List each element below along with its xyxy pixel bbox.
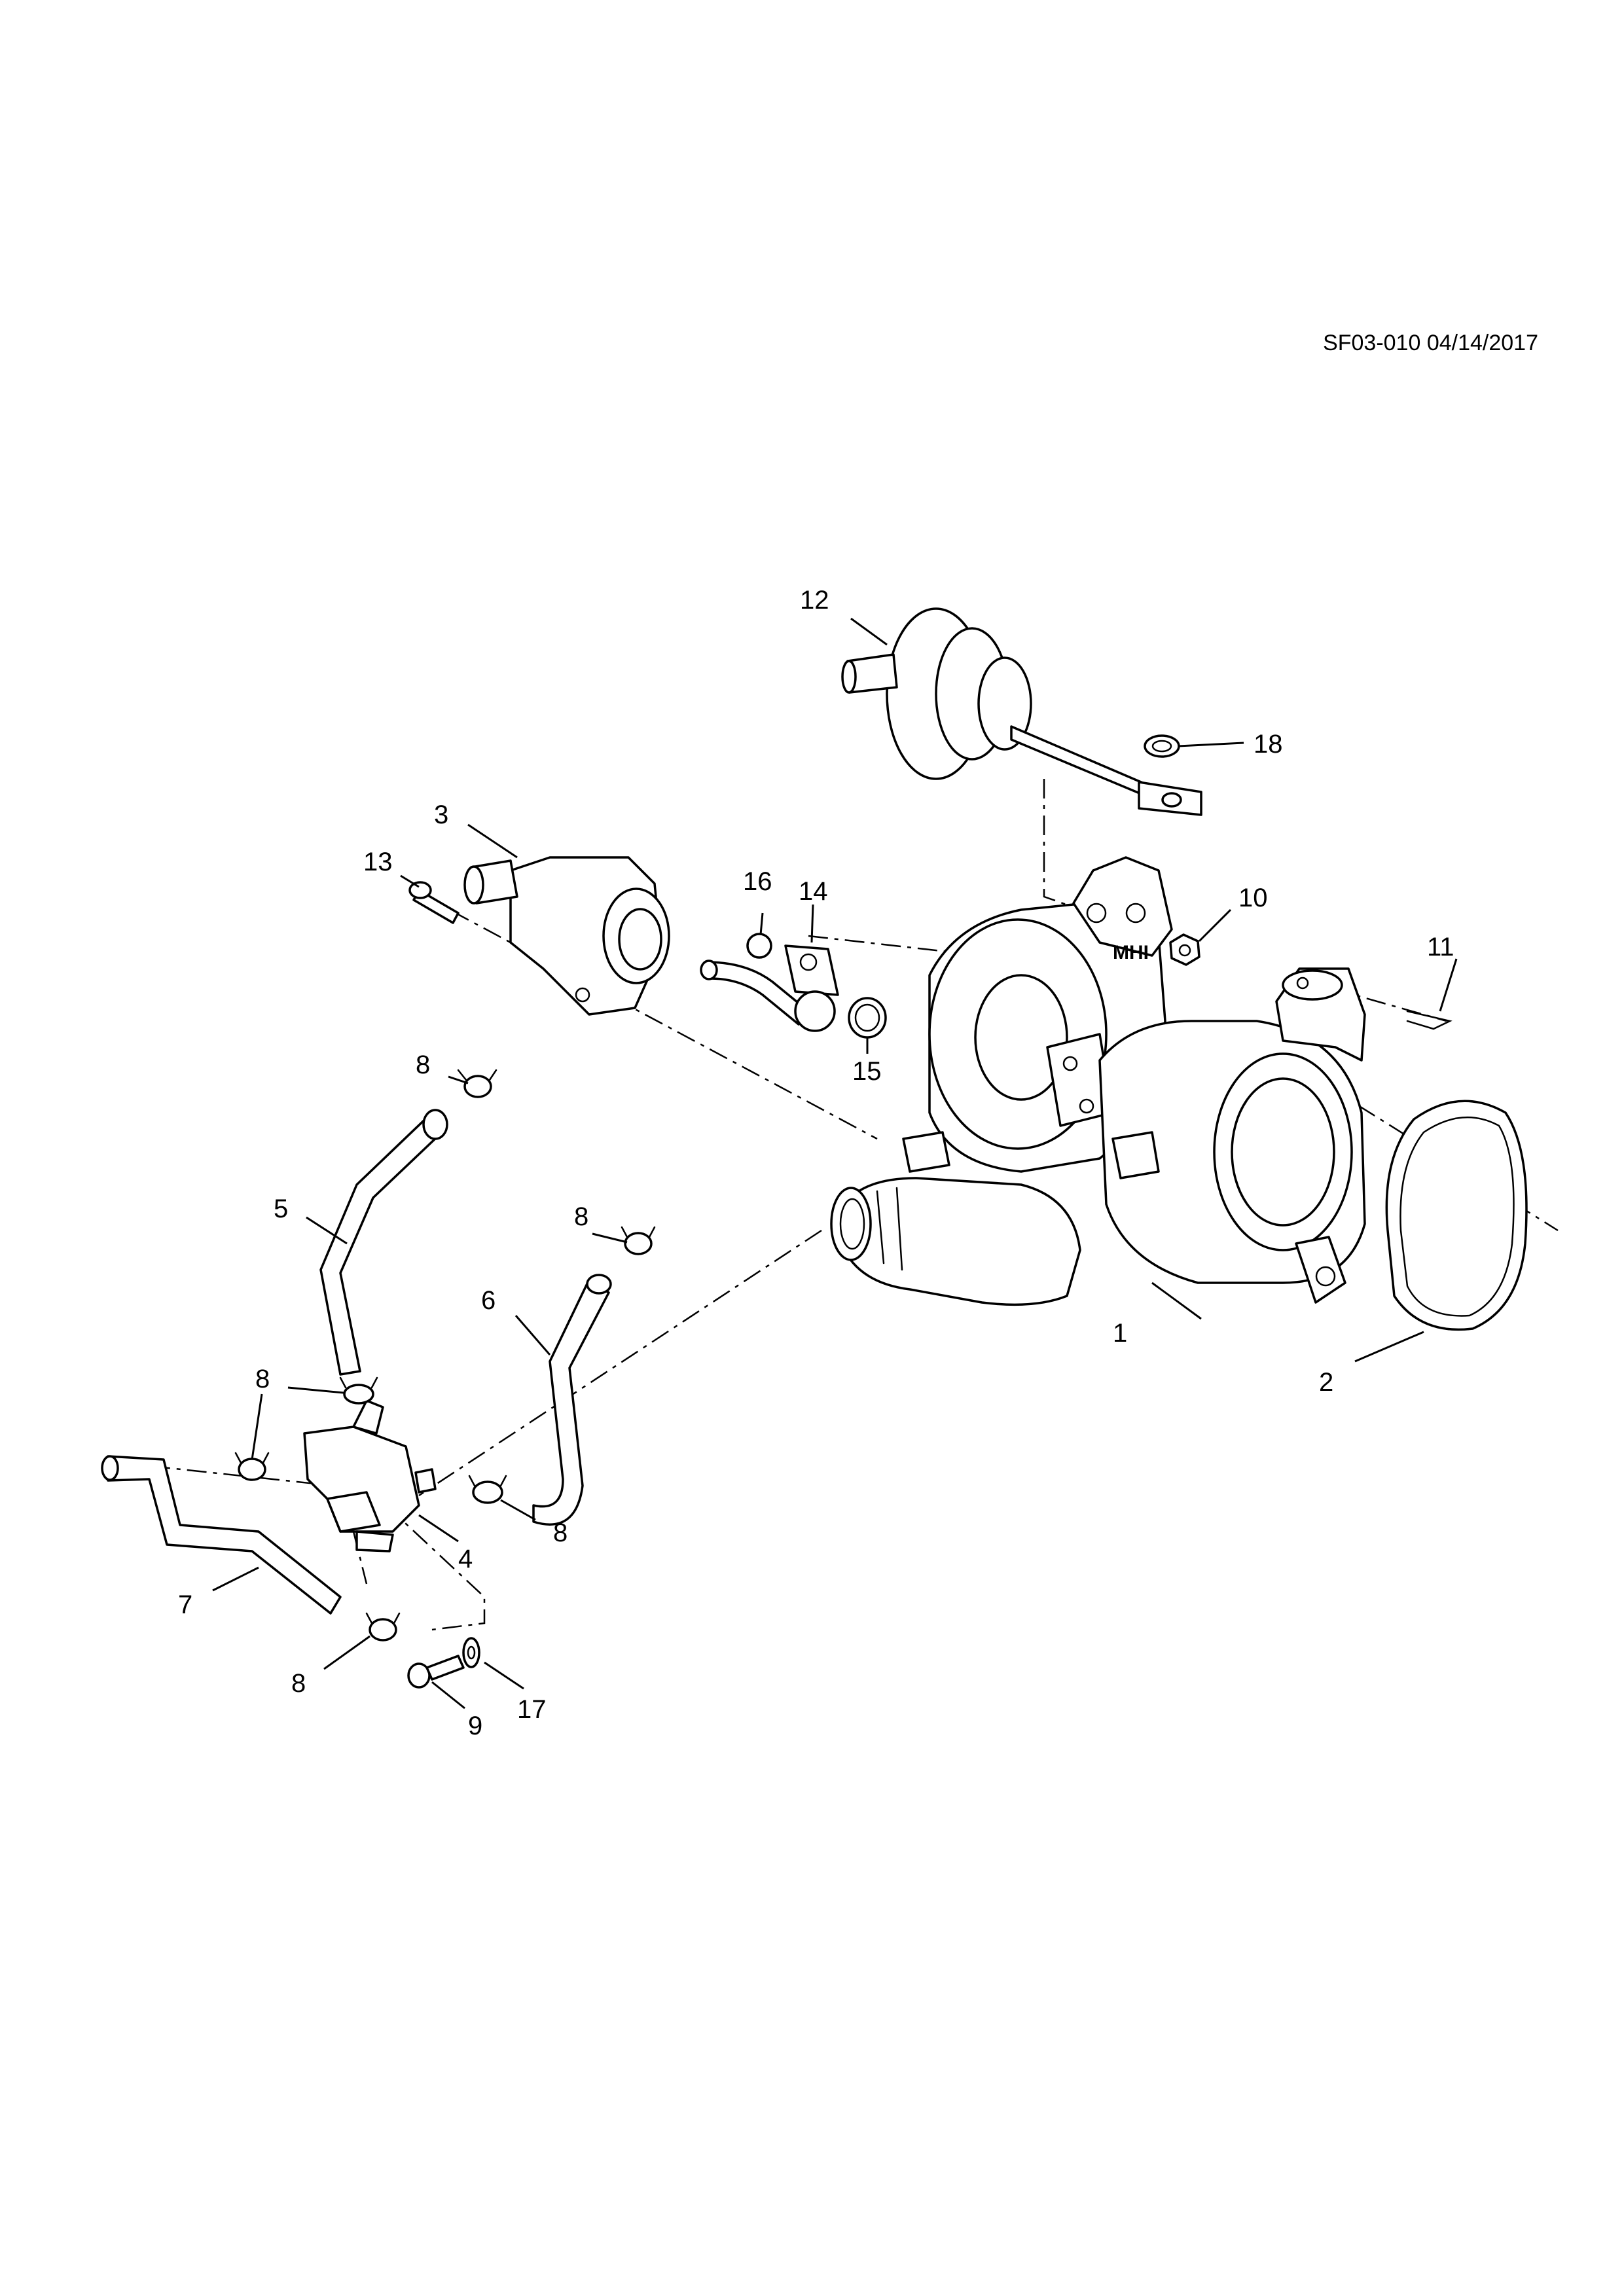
document-id: SF03-010 04/14/2017 <box>1323 331 1538 355</box>
callout-1: 1 <box>1113 1319 1127 1348</box>
callout-leaders <box>212 617 1458 1710</box>
part-clip-18 <box>1144 734 1180 758</box>
part-solenoid-valve <box>303 1399 437 1552</box>
part-gasket-2 <box>1385 1100 1528 1331</box>
part-bolt-13 <box>408 881 460 924</box>
part-clamp-8a <box>457 1069 497 1098</box>
part-nut-10 <box>1169 933 1200 966</box>
callout-17: 17 <box>517 1695 547 1724</box>
callout-4: 4 <box>458 1545 473 1573</box>
callout-8c: 8 <box>255 1365 270 1393</box>
part-oil-pipe <box>700 933 839 1032</box>
callout-16: 16 <box>743 867 772 896</box>
part-clamp-8d <box>234 1452 270 1481</box>
part-hose-6 <box>532 1274 612 1526</box>
part-clamp-8c <box>339 1376 378 1405</box>
part-bypass-valve <box>463 856 670 1016</box>
part-clamp-8b <box>621 1226 656 1255</box>
part-washer-17 <box>462 1637 480 1668</box>
callout-8e: 8 <box>291 1669 306 1698</box>
callout-labels: 1 2 3 4 5 6 7 8 8 8 8 8 9 10 11 12 13 14… <box>178 586 1454 1740</box>
part-wastegate-actuator <box>841 607 1202 816</box>
part-hose-5 <box>319 1109 448 1376</box>
part-clamp-8f <box>365 1612 401 1641</box>
callout-12: 12 <box>800 586 829 615</box>
manufacturer-logo: MHI <box>1113 942 1149 963</box>
callout-9: 9 <box>468 1712 482 1740</box>
part-screw-9 <box>407 1655 465 1689</box>
part-o-ring-15 <box>848 997 887 1039</box>
callout-10: 10 <box>1238 884 1268 912</box>
callout-11: 11 <box>1427 933 1454 961</box>
callout-6: 6 <box>481 1286 496 1315</box>
callout-8a: 8 <box>416 1050 430 1079</box>
callout-5: 5 <box>274 1194 288 1223</box>
part-turbocharger: MHI <box>830 856 1366 1306</box>
callout-3: 3 <box>434 800 448 829</box>
callout-18: 18 <box>1254 730 1283 759</box>
callout-15: 15 <box>852 1057 882 1086</box>
callout-8b: 8 <box>574 1202 588 1231</box>
callout-7: 7 <box>178 1590 192 1619</box>
part-cotter-pin-11 <box>1406 1010 1453 1030</box>
part-clamp-8e <box>468 1475 507 1504</box>
callout-13: 13 <box>363 848 393 876</box>
callout-2: 2 <box>1319 1368 1333 1397</box>
part-hose-7 <box>101 1455 342 1615</box>
callout-14: 14 <box>799 877 828 906</box>
callout-8d: 8 <box>553 1518 568 1547</box>
